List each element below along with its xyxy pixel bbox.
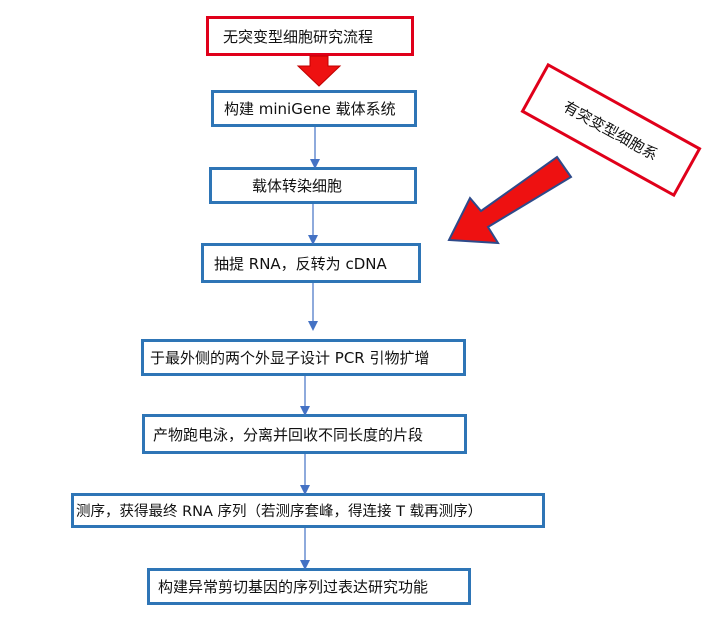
step-text-1: 构建 miniGene 载体系统 [224,100,396,118]
step-text-3: 抽提 RNA，反转为 cDNA [214,254,387,273]
step-text-5: 产物跑电泳，分离并回收不同长度的片段 [153,425,424,444]
title-box: 无突变型细胞研究流程 [206,16,414,56]
step-text-6: 测序，获得最终 RNA 序列（若测序套峰，得连接 T 载再测序） [76,504,483,520]
step-box-2: 载体转染细胞 [209,167,417,204]
big-down-arrow [296,55,342,87]
big-diagonal-arrow [447,155,573,245]
step-box-1: 构建 miniGene 载体系统 [211,90,417,127]
step-text-7: 构建异常剪切基因的序列过表达研究功能 [158,578,429,596]
step-text-4: 于最外侧的两个外显子设计 PCR 引物扩增 [150,349,430,367]
step-box-4: 于最外侧的两个外显子设计 PCR 引物扩增 [141,339,466,376]
title-text: 无突变型细胞研究流程 [223,27,374,46]
step-text-2: 载体转染细胞 [252,177,343,195]
